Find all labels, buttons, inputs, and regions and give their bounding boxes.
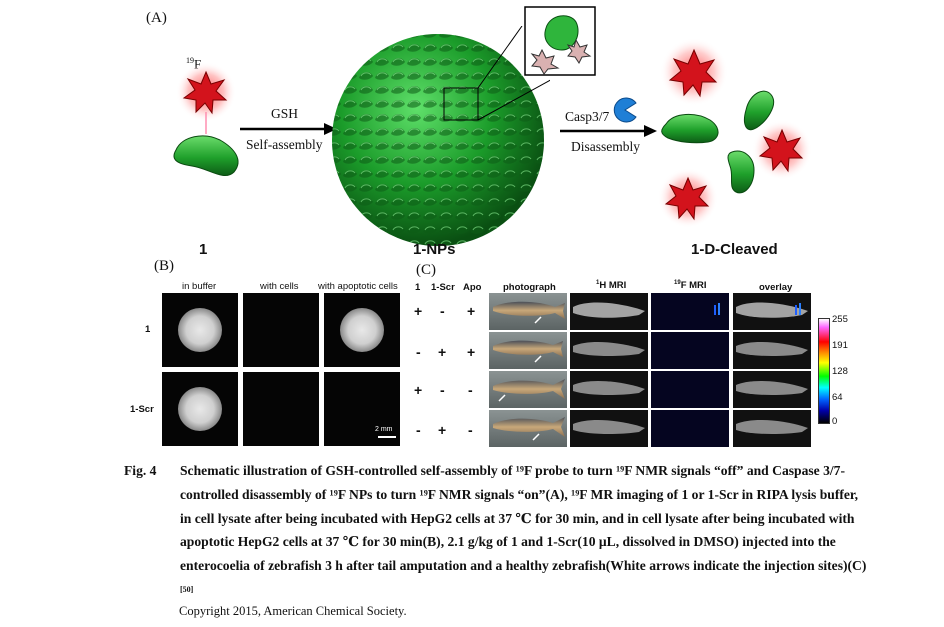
sign: + bbox=[438, 422, 447, 438]
scale-bar-label: 2 mm bbox=[375, 426, 393, 433]
col-header-cells: with cells bbox=[260, 281, 299, 292]
sign: + bbox=[467, 303, 476, 319]
copyright-line: Copyright 2015, American Chemical Societ… bbox=[179, 604, 407, 618]
colorbar bbox=[818, 318, 830, 424]
sign: - bbox=[468, 382, 473, 398]
colorbar-tick: 191 bbox=[832, 340, 848, 351]
scale-bar bbox=[378, 436, 396, 438]
cond-header-apo: Apo bbox=[463, 282, 482, 293]
img-header-overlay: overlay bbox=[759, 282, 793, 293]
caption-ref: [50] bbox=[180, 584, 194, 594]
sign: - bbox=[416, 422, 421, 438]
signal-spot bbox=[178, 308, 222, 352]
img-header-photo: photograph bbox=[503, 282, 556, 293]
1h-mri-column bbox=[570, 293, 648, 447]
sign: + bbox=[467, 344, 476, 360]
right-arrow-icon bbox=[240, 123, 337, 135]
panel-c-label: (C) bbox=[416, 262, 436, 278]
arrow1-top-label: GSH bbox=[271, 106, 299, 121]
cleaved-products-illustration bbox=[658, 38, 812, 228]
sign: + bbox=[414, 303, 423, 319]
img-header-1h: 1H MRI bbox=[596, 280, 627, 292]
sign: - bbox=[440, 303, 445, 319]
photo-column bbox=[489, 293, 567, 447]
colorbar-tick: 0 bbox=[832, 416, 838, 427]
sign: + bbox=[438, 344, 447, 360]
row-label-1scr: 1-Scr bbox=[130, 404, 154, 415]
sign: - bbox=[468, 422, 473, 438]
mri-tile bbox=[243, 293, 319, 367]
col-header-apoptotic: with apoptotic cells bbox=[318, 281, 398, 292]
colorbar-tick: 128 bbox=[832, 366, 848, 377]
zoom-inset bbox=[524, 6, 596, 76]
arrow2-bottom-label: Disassembly bbox=[571, 139, 640, 154]
panel-a-label: (A) bbox=[146, 10, 167, 26]
zebrafish-image-grid bbox=[489, 293, 811, 447]
green-peptide-shape bbox=[173, 135, 239, 177]
cond-header-1: 1 bbox=[415, 282, 421, 293]
overlay-column bbox=[733, 293, 811, 447]
caspase-pacman-icon bbox=[613, 97, 637, 123]
right-arrow-icon bbox=[560, 125, 657, 137]
signal-spot bbox=[178, 387, 222, 431]
sign: + bbox=[414, 382, 423, 398]
caption-text: Schematic illustration of GSH-controlled… bbox=[180, 463, 867, 574]
colorbar-tick: 255 bbox=[832, 314, 848, 325]
signal-spot bbox=[340, 308, 384, 352]
compound-cleaved-name: 1-D-Cleaved bbox=[691, 241, 778, 258]
arrow1-bottom-label: Self-assembly bbox=[246, 137, 323, 152]
fluorine-star-icon bbox=[182, 70, 228, 115]
mri-tile bbox=[324, 372, 400, 446]
figure-number: Fig. 4 bbox=[124, 463, 157, 478]
cond-header-1scr: 1-Scr bbox=[431, 282, 455, 293]
sign: - bbox=[440, 382, 445, 398]
row-label-1: 1 bbox=[145, 324, 151, 335]
nanoparticle-sphere-illustration bbox=[332, 26, 550, 246]
19f-mri-column bbox=[651, 293, 729, 447]
compound-1-name: 1 bbox=[199, 241, 208, 258]
probe-1-illustration bbox=[173, 62, 239, 177]
compound-nps-name: 1-NPs bbox=[413, 241, 456, 258]
caption-body: Schematic illustration of GSH-controlled… bbox=[180, 459, 870, 605]
panel-b-label: (B) bbox=[154, 258, 174, 274]
arrow2-top-label: Casp3/7 bbox=[565, 109, 610, 124]
sign: - bbox=[416, 344, 421, 360]
colorbar-tick: 64 bbox=[832, 392, 843, 403]
col-header-buffer: in buffer bbox=[182, 281, 217, 292]
img-header-19f: 19F MRI bbox=[674, 280, 707, 292]
mri-tile bbox=[243, 372, 319, 446]
